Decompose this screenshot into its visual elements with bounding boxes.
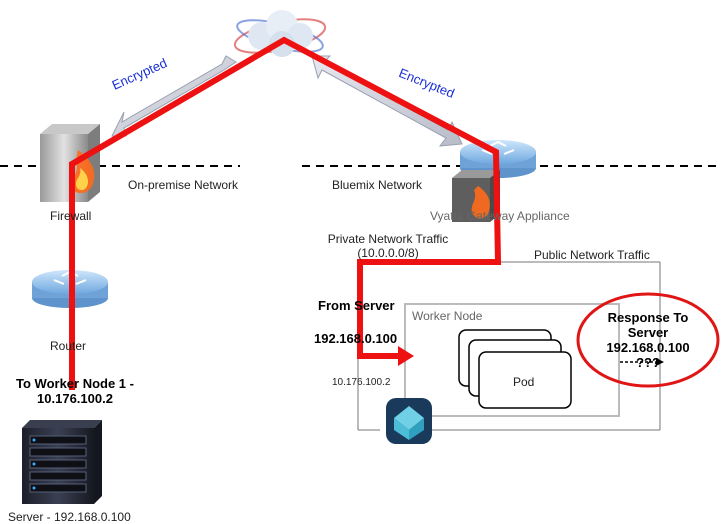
- response-label: Response To Server 192.168.0.100 ???: [606, 310, 690, 370]
- router-label: Router: [50, 339, 87, 353]
- server-label: Server - 192.168.0.100: [8, 510, 131, 524]
- encrypted-tunnel-left-arrow: [111, 55, 237, 137]
- worker-ip-label: 10.176.100.2: [332, 377, 391, 388]
- bluemix-network-label: Bluemix Network: [332, 178, 423, 192]
- cloud-icon: [233, 10, 327, 57]
- response-circle: [576, 292, 720, 388]
- container-service-icon: [386, 398, 432, 444]
- to-worker-label: To Worker Node 1 - 10.176.100.2: [16, 376, 134, 406]
- private-traffic-label: Private Network Traffic (10.0.0.0/8): [327, 232, 449, 260]
- from-server-label: From Server: [318, 298, 395, 313]
- server-rack-icon: [22, 420, 102, 504]
- response-arrow: [620, 358, 664, 366]
- from-server-ip: 192.168.0.100: [314, 331, 398, 346]
- onprem-network-label: On-premise Network: [128, 178, 239, 192]
- traffic-path: [69, 36, 502, 390]
- vyatta-gateway-label: Vyatta Gateway Appliance: [430, 209, 570, 223]
- firewall-label: Firewall: [50, 209, 92, 223]
- worker-node-label: Worker Node: [412, 309, 483, 323]
- pod-label: Pod: [513, 375, 535, 389]
- pod-stack: [458, 329, 572, 409]
- public-traffic-label: Public Network Traffic: [534, 248, 650, 262]
